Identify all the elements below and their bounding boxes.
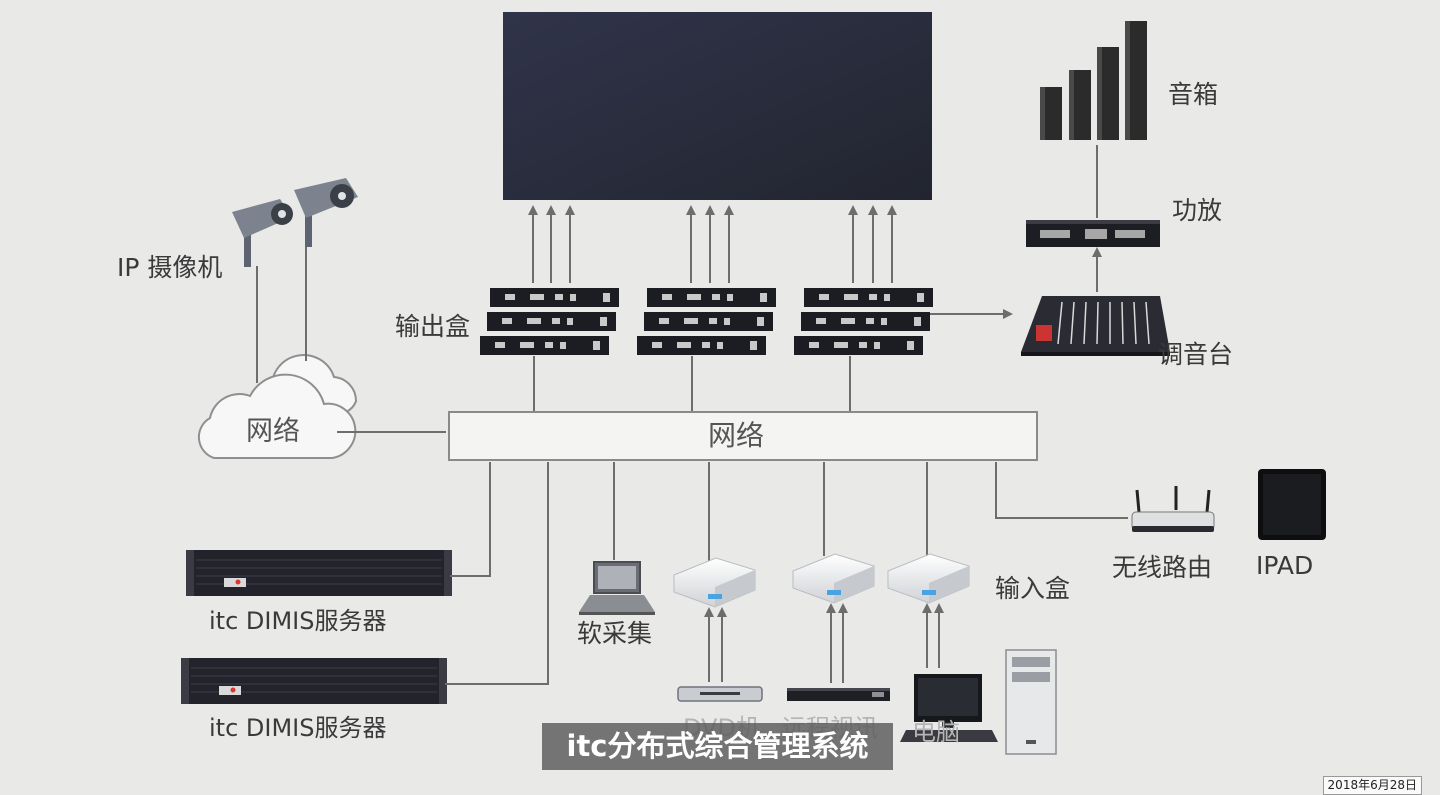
video-wall-screen [503, 12, 932, 200]
output-box-stack-1 [480, 288, 619, 355]
computer-device [900, 649, 1057, 755]
dvd-player-device [677, 686, 763, 702]
amplifier-label: 功放 [1172, 196, 1223, 225]
ip-camera-left [232, 199, 293, 267]
output-box-label: 输出盒 [395, 312, 471, 341]
mixer-label: 调音台 [1158, 340, 1234, 369]
server-1-label: itc DIMIS服务器 [209, 607, 387, 635]
wireless-router-device [1131, 486, 1215, 532]
output-box-stack-2 [637, 288, 776, 355]
date-stamp: 2018年6月28日 [1322, 776, 1422, 795]
server-rack-1 [186, 550, 452, 596]
mixer-device [1021, 296, 1170, 356]
input-box-lines [708, 462, 928, 565]
input-box-1 [673, 557, 756, 608]
router-line [995, 462, 1128, 519]
server-rack-2 [181, 658, 447, 704]
ip-camera-label: IP 摄像机 [117, 253, 223, 282]
speaker-columns [1040, 21, 1147, 140]
camera-lines [256, 246, 446, 433]
output-to-network-lines [533, 356, 851, 411]
soft-capture-label: 软采集 [577, 619, 653, 648]
computer-label: 电脑 [912, 718, 960, 746]
router-label: 无线路由 [1112, 553, 1213, 582]
cloud-shape [197, 354, 358, 459]
screen-input-arrows [528, 205, 897, 283]
speaker-label: 音箱 [1168, 80, 1219, 109]
input-box-3 [887, 553, 970, 604]
network-label: 网络 [708, 419, 765, 452]
ipad-label: IPAD [1256, 551, 1314, 580]
amplifier-device [1026, 220, 1160, 247]
cloud-network-label: 网络 [246, 416, 300, 447]
input-box-2 [792, 553, 875, 604]
input-box-label: 输入盒 [995, 574, 1071, 603]
server-2-label: itc DIMIS服务器 [209, 714, 387, 742]
network-bar [448, 411, 1038, 461]
video-caption: itc分布式综合管理系统 [542, 723, 893, 770]
laptop-device [579, 561, 655, 615]
input-box-arrows [704, 603, 944, 683]
server-lines [445, 462, 549, 685]
ip-camera-right [294, 178, 358, 247]
ipad-device [1258, 469, 1326, 540]
output-box-stack-3 [794, 288, 933, 355]
remote-video-device [787, 688, 890, 701]
